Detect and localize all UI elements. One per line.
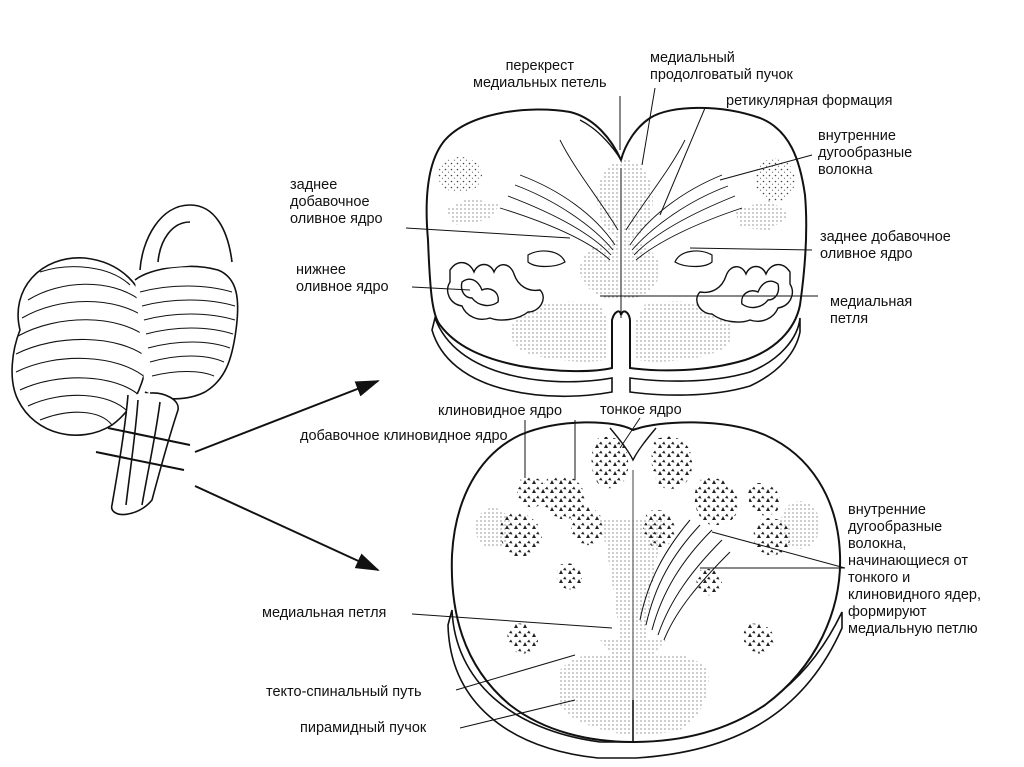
label-cuneate-nucleus: клиновидное ядро [438, 403, 563, 419]
label-internal-arcuate-fibers-bottom: внутренние дугообразные волокна, начинаю… [848, 502, 982, 637]
label-internal-arcuate-fibers-top: внутренние дугообразные волокна [818, 128, 913, 178]
brainstem-cerebellum [11, 204, 239, 516]
upper-section [405, 87, 818, 398]
label-dorsal-accessory-olive-left: заднее добавочное оливное ядро [290, 177, 383, 227]
label-reticular-formation: ретикулярная формация [726, 93, 893, 109]
label-medial-lemniscus-bottom: медиальная петля [262, 605, 387, 621]
section-arrows [194, 380, 380, 571]
label-dorsal-accessory-olive-right: заднее добавочное оливное ядро [820, 229, 951, 262]
label-tectospinal-tract: текто-спинальный путь [266, 684, 422, 700]
label-gracile-nucleus: тонкое ядро [600, 402, 682, 418]
label-inferior-olive: нижнее оливное ядро [296, 262, 389, 295]
label-decussation-medial-lemnisci: перекрест медиальных петель [473, 58, 607, 91]
label-medial-lemniscus-top: медиальная петля [830, 294, 913, 327]
label-pyramidal-tract: пирамидный пучок [300, 720, 427, 736]
label-medial-longitudinal-fasciculus: медиальный продолговатый пучок [650, 50, 793, 83]
label-accessory-cuneate-nucleus: добавочное клиновидное ядро [300, 428, 508, 444]
lower-section [411, 417, 846, 759]
